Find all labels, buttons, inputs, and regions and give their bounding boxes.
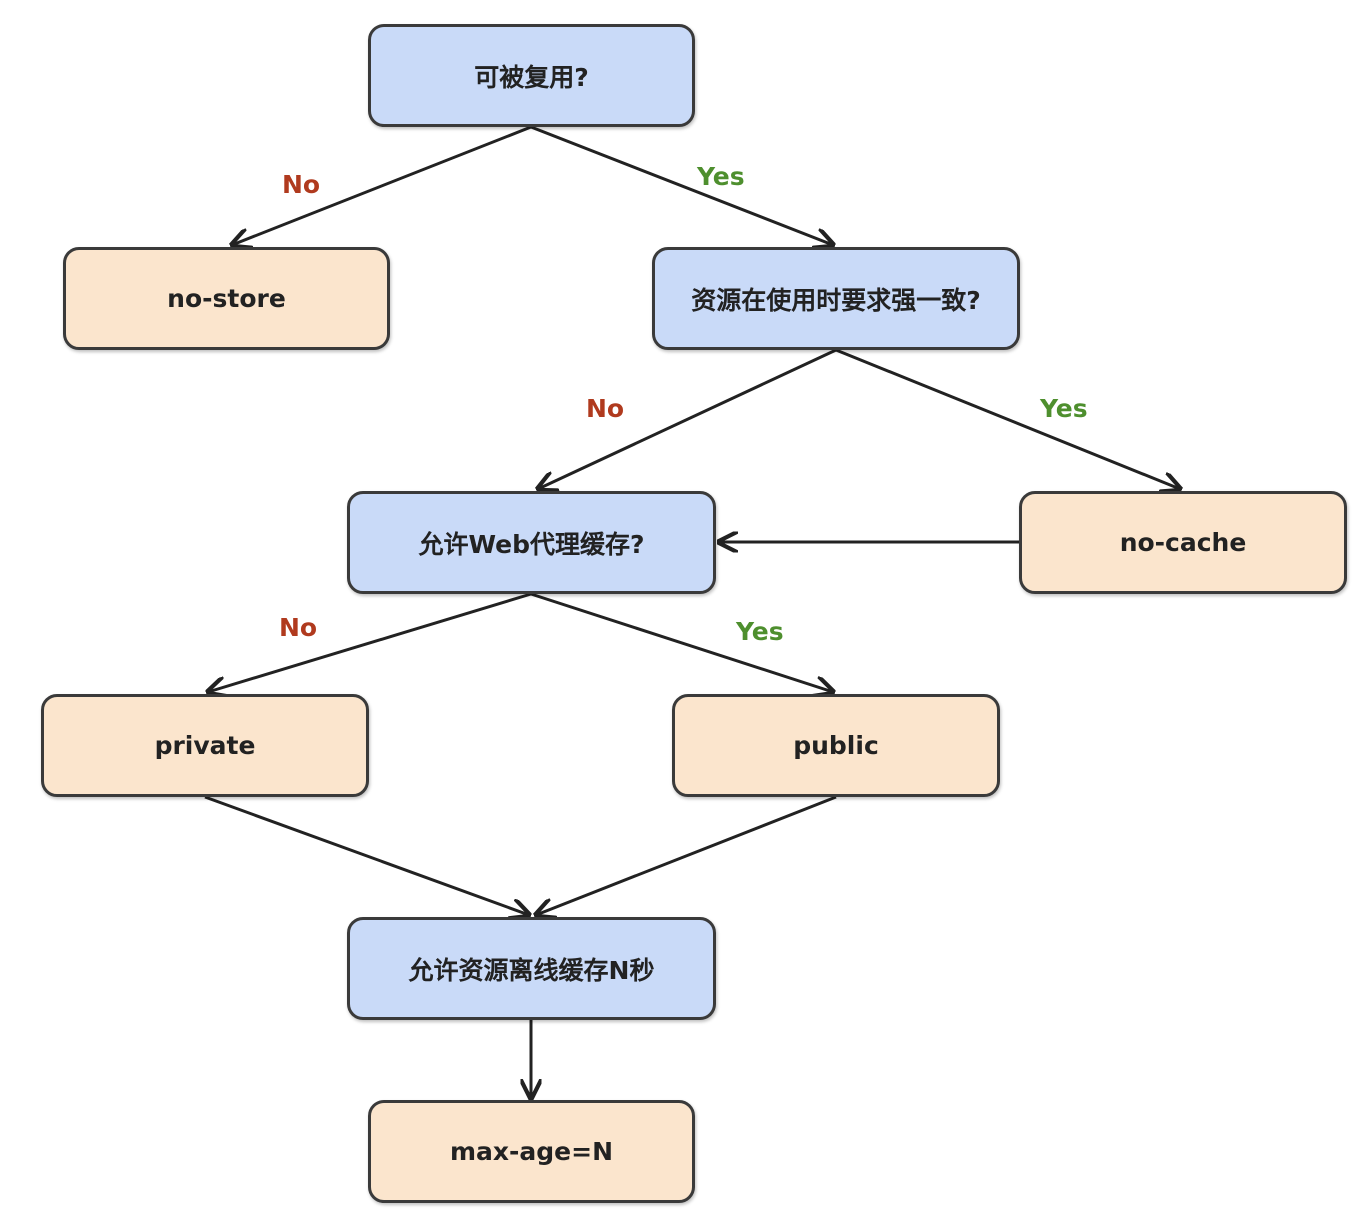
edge-proxy-to-private xyxy=(208,592,532,692)
node-private: private xyxy=(41,694,369,797)
label-reusable-yes: Yes xyxy=(697,162,745,191)
label-consistency-yes: Yes xyxy=(1040,394,1088,423)
edge-consistency-to-proxy xyxy=(538,348,837,489)
node-max-age-label: max-age=N xyxy=(449,1137,613,1166)
node-no-cache-label: no-cache xyxy=(1119,528,1247,557)
node-public: public xyxy=(672,694,1000,797)
label-proxy-no: No xyxy=(279,613,318,642)
node-offline-cache-label: 允许资源离线缓存N秒 xyxy=(408,955,655,985)
edge-reusable-to-no-store xyxy=(232,125,532,245)
node-max-age: max-age=N xyxy=(368,1100,695,1203)
node-no-cache: no-cache xyxy=(1019,491,1347,594)
node-public-label: public xyxy=(793,731,879,760)
edge-consistency-to-no-cache xyxy=(835,348,1180,489)
node-strong-consistency-label: 资源在使用时要求强一致? xyxy=(691,285,981,315)
node-reusable: 可被复用? xyxy=(368,24,695,127)
node-strong-consistency: 资源在使用时要求强一致? xyxy=(652,247,1020,350)
label-reusable-no: No xyxy=(282,170,321,199)
node-no-store: no-store xyxy=(63,247,390,350)
node-reusable-label: 可被复用? xyxy=(474,62,589,92)
node-no-store-label: no-store xyxy=(167,284,286,313)
node-offline-cache: 允许资源离线缓存N秒 xyxy=(347,917,716,1020)
node-private-label: private xyxy=(154,731,256,760)
edge-private-to-offline xyxy=(204,795,529,915)
label-consistency-no: No xyxy=(586,394,625,423)
label-proxy-yes: Yes xyxy=(736,617,784,646)
edge-proxy-to-public xyxy=(530,592,833,692)
edge-public-to-offline xyxy=(536,795,837,915)
edge-reusable-to-consistency xyxy=(530,125,833,245)
node-web-proxy-cache: 允许Web代理缓存? xyxy=(347,491,716,594)
node-web-proxy-cache-label: 允许Web代理缓存? xyxy=(418,529,645,559)
